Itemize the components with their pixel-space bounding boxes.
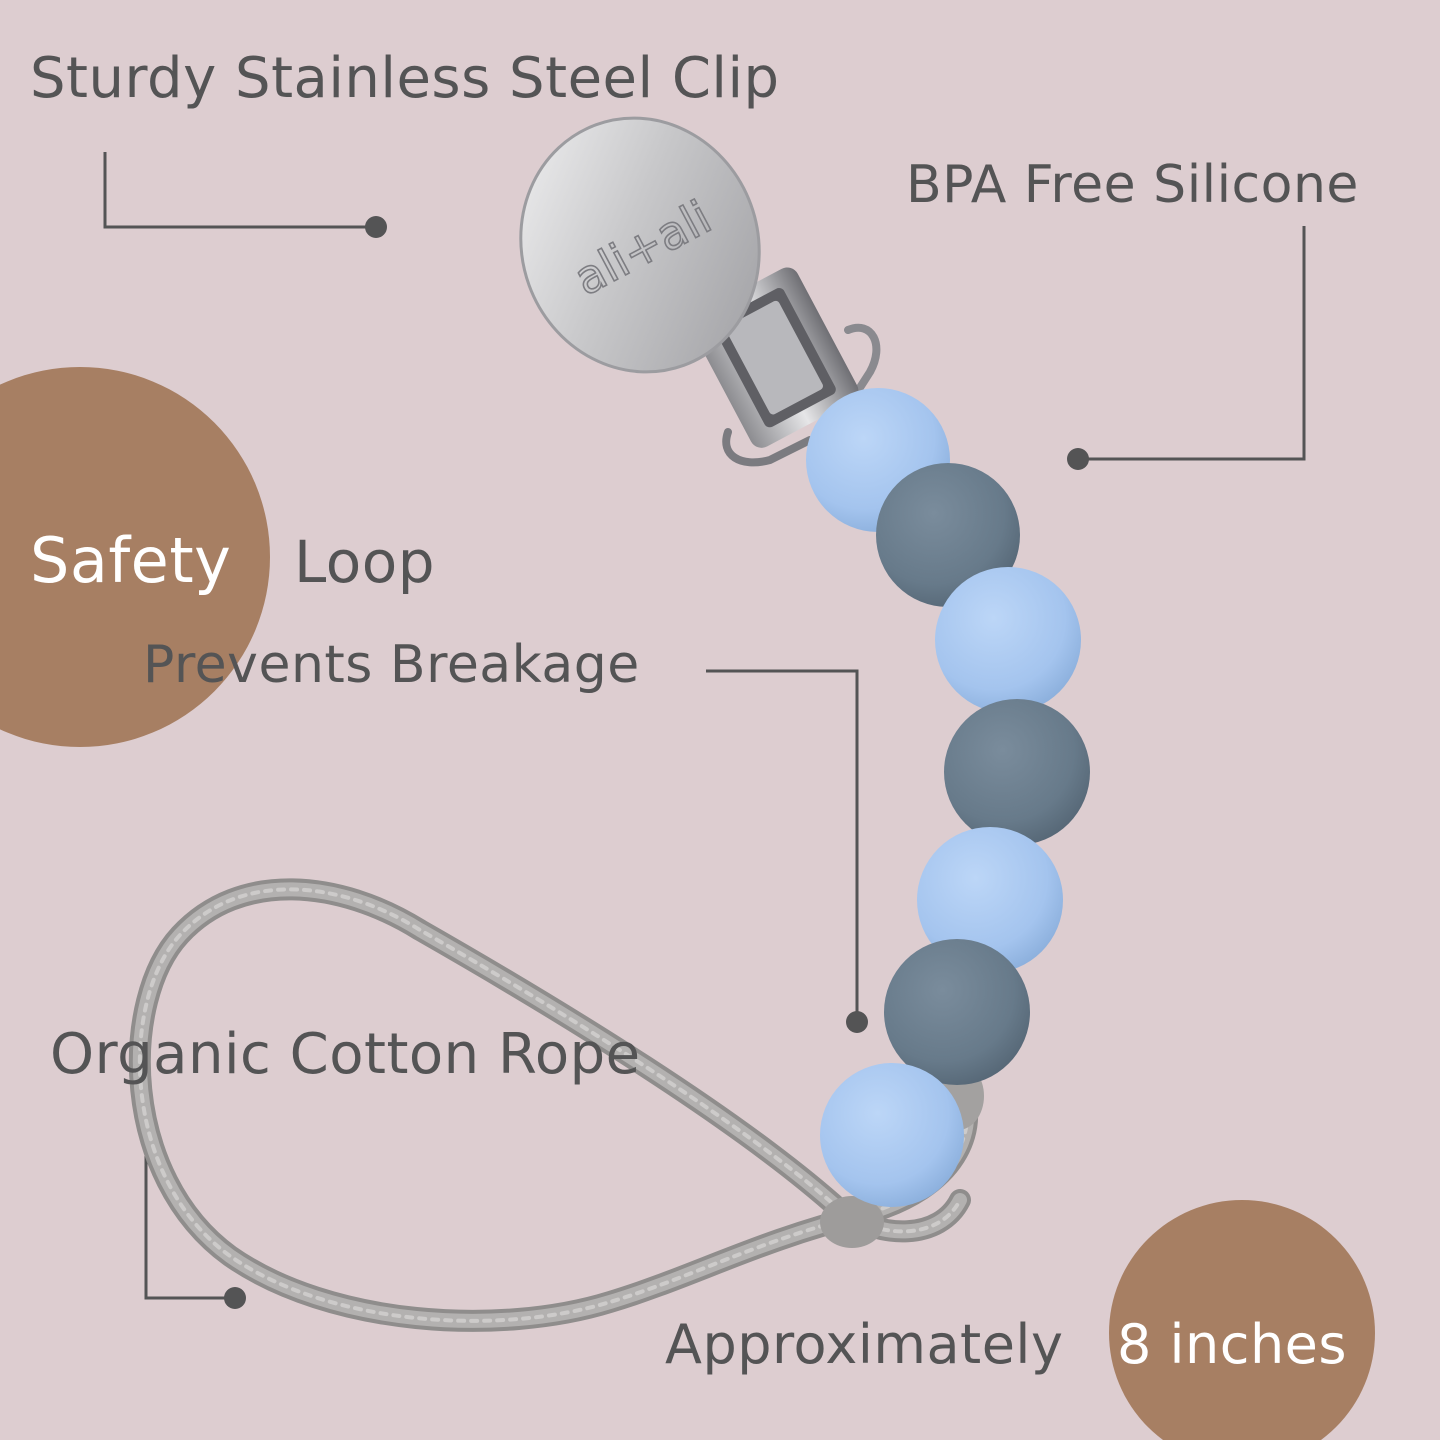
length-value: 8 inches	[1117, 1313, 1348, 1376]
breakage-connector	[706, 669, 859, 1022]
silicone-beads	[806, 388, 1090, 1207]
rope-connector	[144, 1140, 235, 1300]
stainless-steel-clip: ali+ali	[519, 116, 881, 467]
cotton-rope	[128, 878, 979, 1332]
clip-callout: Sturdy Stainless Steel Clip	[30, 46, 780, 111]
rope-callout: Organic Cotton Rope	[50, 1022, 641, 1087]
bead-dark	[944, 699, 1090, 845]
silicone-connector	[1078, 226, 1306, 461]
bead-light	[917, 827, 1063, 973]
rope-knot	[820, 1196, 884, 1248]
clip-face	[519, 116, 761, 374]
safety-callout: Safety	[30, 524, 232, 597]
clip-connector	[103, 152, 376, 229]
dot-marker-icon	[224, 216, 1089, 1309]
bead-dark	[884, 939, 1030, 1085]
length-prefix: Approximately	[665, 1313, 1064, 1376]
accent-circle-left	[0, 367, 270, 747]
callout-connectors	[103, 152, 1306, 1300]
bead-dark	[876, 463, 1020, 607]
bead-light	[935, 567, 1081, 713]
silicone-callout: BPA Free Silicone	[906, 155, 1359, 215]
loop-callout: Loop	[294, 528, 436, 596]
breakage-callout: Prevents Breakage	[143, 635, 640, 695]
bead-light	[820, 1063, 964, 1207]
accent-circle-bottom	[1109, 1200, 1375, 1440]
